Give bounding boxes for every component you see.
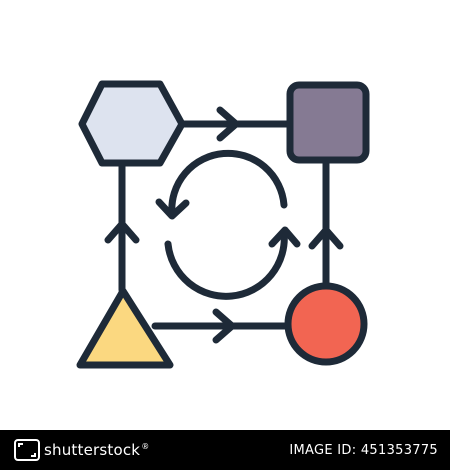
refresh-arrow-bottom [268, 226, 301, 248]
shutterstock-logo: shutterstock® [14, 439, 149, 461]
arrow-heads [104, 106, 344, 344]
right-arrow-up-icon [308, 226, 344, 250]
brand-name: shutterstock® [44, 441, 150, 459]
square-shape [286, 81, 370, 164]
left-arrow-up-icon [104, 220, 140, 244]
circle-shape [284, 282, 368, 366]
hexagon-shape [78, 80, 186, 167]
refresh-arc-top [168, 149, 288, 218]
refresh-arrow-top [155, 198, 190, 220]
bottom-arrow-right-icon [212, 308, 236, 344]
refresh-cycle-icon [155, 149, 301, 300]
process-cycle-svg [76, 80, 370, 369]
process-cycle-illustration [76, 80, 370, 369]
image-id-label: IMAGE ID: 451353775 [289, 442, 438, 458]
refresh-arc-bottom [164, 228, 288, 300]
triangle-shape [76, 287, 174, 369]
watermark-bar: shutterstock® IMAGE ID: 451353775 [0, 430, 450, 470]
top-arrow-right-icon [216, 106, 240, 142]
shutterstock-frame-icon [14, 439, 40, 461]
